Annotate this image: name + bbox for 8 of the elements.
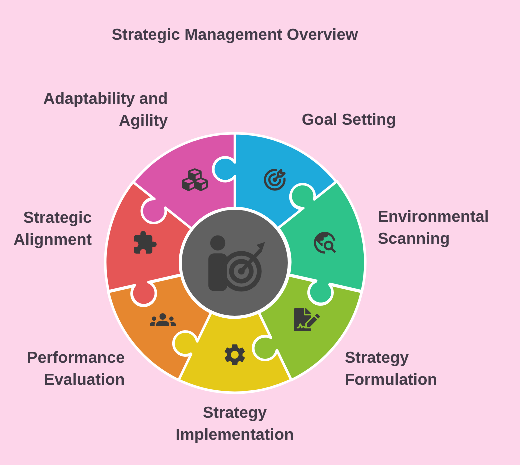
- piece-label: Performance Evaluation: [26, 348, 125, 391]
- diagram-title: Strategic Management Overview: [110, 26, 360, 46]
- piece-label: Goal Setting: [302, 111, 398, 131]
- piece-label: Adaptability and Agility: [42, 90, 168, 132]
- piece-label: Strategic Alignment: [12, 208, 92, 251]
- piece-label: Environmental Scanning: [378, 208, 490, 250]
- piece-label: Strategy Formulation: [344, 348, 438, 391]
- piece-label: Strategy Implementation: [174, 404, 296, 446]
